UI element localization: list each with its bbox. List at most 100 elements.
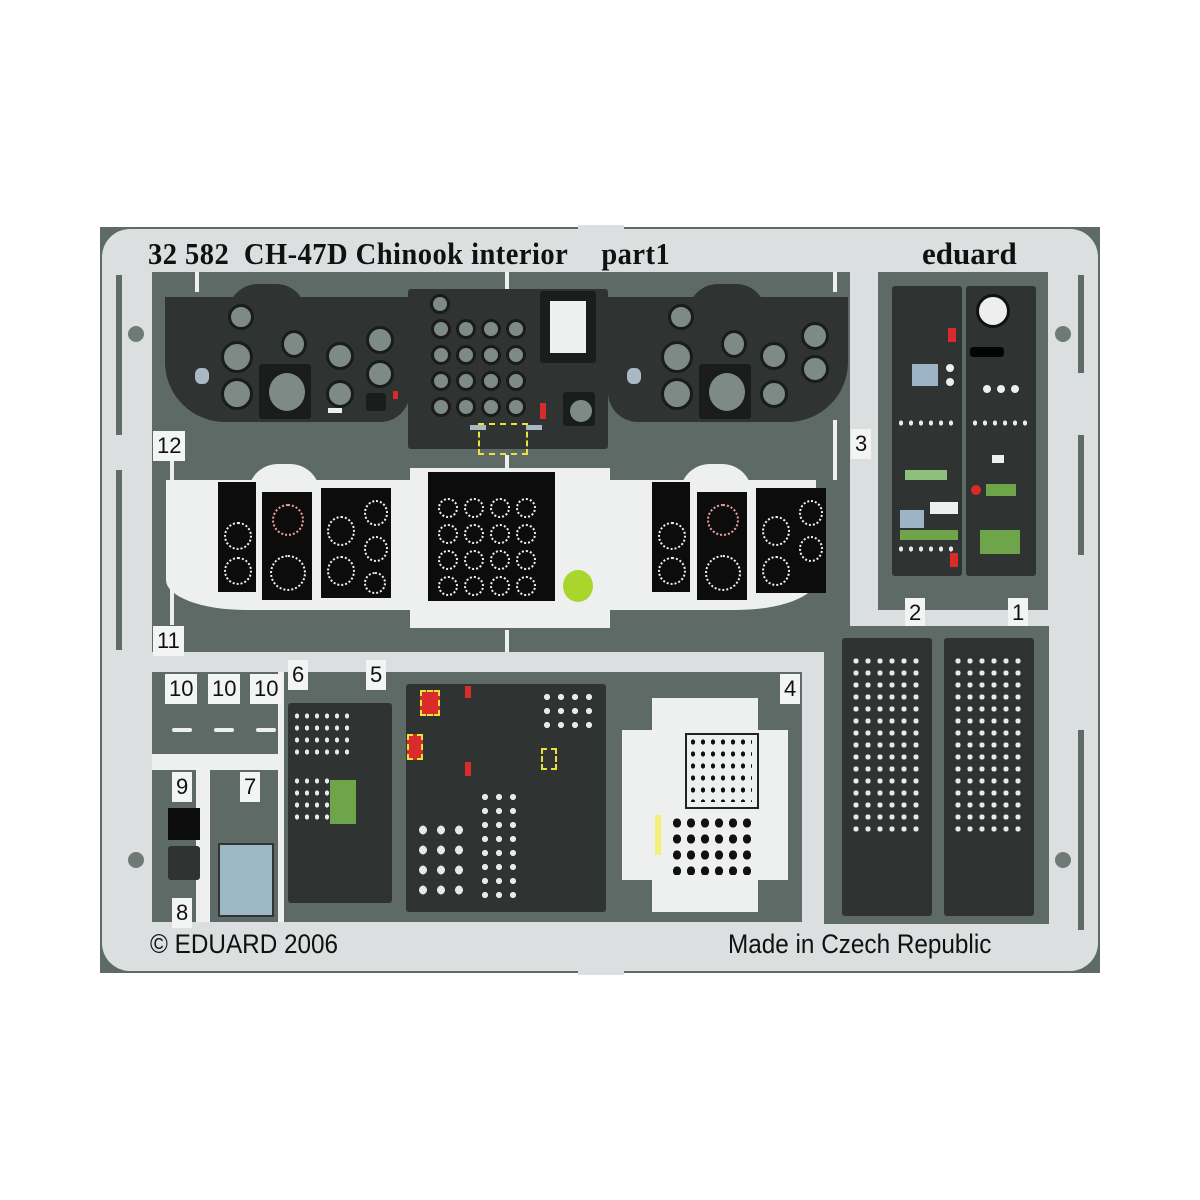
gauge-icon <box>431 371 451 391</box>
gauge-icon <box>481 371 501 391</box>
indicator-window <box>970 347 1004 357</box>
yellow-stripe <box>655 815 661 855</box>
gauge-icon <box>221 341 253 373</box>
dial-face-icon <box>364 572 386 594</box>
dial-face-icon <box>364 500 388 526</box>
gauge-icon <box>481 397 501 417</box>
dial-face-icon <box>464 576 484 596</box>
lever-part <box>172 728 192 732</box>
origin-text: Made in Czech Republic <box>728 929 992 959</box>
gauge-icon <box>431 345 451 365</box>
mounting-hole-icon <box>128 852 144 868</box>
keypad <box>912 364 938 386</box>
placard-dials <box>670 815 754 875</box>
gauge-icon <box>456 397 476 417</box>
horizon-dial-icon <box>270 555 306 591</box>
warning-light <box>971 485 981 495</box>
gauge-icon <box>326 342 354 370</box>
attitude-indicator-icon <box>266 370 308 414</box>
part-label: 12 <box>153 431 186 461</box>
dial-face-icon <box>224 522 252 550</box>
part-label: 11 <box>153 626 184 656</box>
sprue-notch-top <box>578 225 624 231</box>
hazard-switch <box>420 690 440 716</box>
placard-part-9 <box>168 808 200 840</box>
part-subtitle: part1 <box>601 236 671 271</box>
dial-face-icon <box>658 557 686 585</box>
gauge-icon <box>228 304 254 330</box>
dial-face-icon <box>762 556 790 586</box>
gauge-icon <box>506 345 526 365</box>
sprue-tab <box>505 272 509 292</box>
dial-face-icon <box>464 498 484 518</box>
frame-slot <box>1078 730 1084 930</box>
gauge-icon <box>366 326 394 354</box>
dial-face-icon <box>516 524 536 544</box>
warning-light <box>465 762 471 776</box>
console-panel-1 <box>966 286 1036 576</box>
warning-light <box>948 328 956 342</box>
gauge-icon <box>721 330 747 358</box>
panel-hood <box>688 284 766 314</box>
gauge-icon <box>326 380 354 408</box>
dial-face-icon <box>658 522 686 550</box>
gauge-icon <box>801 355 829 383</box>
brand-logo: eduard <box>922 236 1017 271</box>
dial-face-icon <box>516 550 536 570</box>
placard-text <box>688 736 752 802</box>
part-label: 5 <box>366 660 387 690</box>
gauge-icon <box>760 380 788 408</box>
horizon-dial-icon <box>705 555 741 591</box>
indicator-strip <box>526 425 542 430</box>
dial-face-icon <box>438 550 458 570</box>
gauge-icon <box>481 319 501 339</box>
dial-face-icon <box>516 576 536 596</box>
gauge-icon <box>506 371 526 391</box>
hazard-marking <box>478 423 528 455</box>
hazard-switch <box>541 748 557 770</box>
breaker-grid <box>952 655 1026 835</box>
placard <box>930 502 958 514</box>
mounting-hole-icon <box>1055 326 1071 342</box>
gauge-icon <box>456 371 476 391</box>
product-title: CH-47D Chinook interior <box>243 236 569 271</box>
gauge-icon <box>567 397 595 425</box>
lever-part <box>256 728 276 732</box>
frame-bar <box>152 754 278 770</box>
attitude-indicator-icon <box>706 370 748 414</box>
part-label: 7 <box>240 772 261 802</box>
multifunction-display <box>550 301 586 353</box>
warning-light <box>540 403 546 419</box>
standby-compass-icon <box>627 368 641 384</box>
gauge-icon <box>661 341 693 373</box>
switch-icon <box>946 378 954 386</box>
dial-face-icon <box>490 524 510 544</box>
mounting-hole-icon <box>1055 852 1071 868</box>
dial-face-icon <box>327 556 355 586</box>
lcd-display <box>980 530 1020 554</box>
green-dial-icon <box>563 570 593 602</box>
placard <box>328 408 342 413</box>
sprue-notch-bottom <box>578 969 624 975</box>
keypad <box>900 510 924 528</box>
dial-face-icon <box>490 550 510 570</box>
dial-face-icon <box>364 536 388 562</box>
switch-grid <box>292 775 332 825</box>
gauge-icon <box>366 360 394 388</box>
gauge-icon <box>431 319 451 339</box>
lcd-display <box>986 484 1016 496</box>
gauge-icon <box>456 319 476 339</box>
gauge-icon <box>430 294 450 314</box>
dial-face-icon <box>438 576 458 596</box>
part-label: 10 <box>165 674 198 704</box>
part-label: 3 <box>851 429 872 459</box>
indicator-strip <box>470 425 486 430</box>
switch-icon <box>997 385 1005 393</box>
gauge-icon <box>661 378 693 410</box>
switch-icon <box>1011 385 1019 393</box>
dial-face-icon <box>490 576 510 596</box>
panel-hood <box>248 464 320 494</box>
dial-face-icon <box>799 500 823 526</box>
placard <box>992 455 1004 463</box>
switch-row <box>896 417 958 427</box>
